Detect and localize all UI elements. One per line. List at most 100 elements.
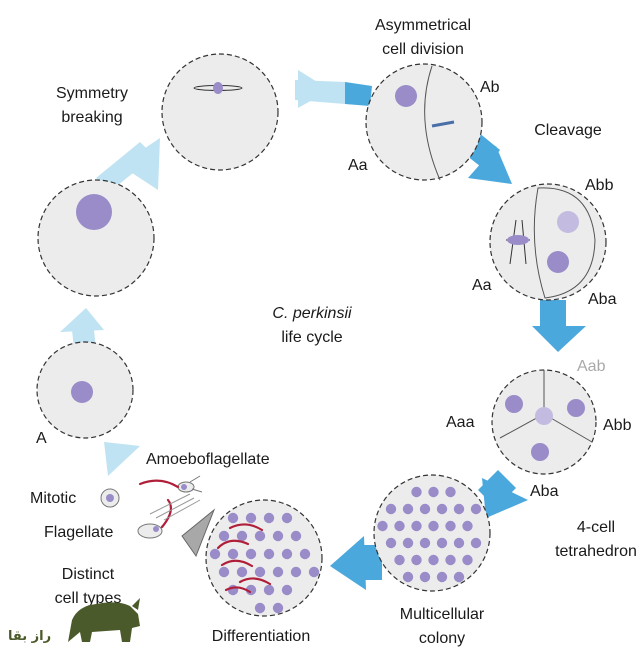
nucleus (263, 512, 275, 524)
nucleus (272, 566, 284, 578)
nucleus (263, 548, 275, 560)
label-cleavage: Cleavage (534, 122, 602, 139)
nucleus (263, 584, 275, 596)
nucleus-light (535, 407, 553, 425)
nucleus (272, 602, 284, 614)
cell-growing (37, 179, 155, 297)
arrowhead-cleavage (468, 146, 512, 184)
nucleus (394, 520, 405, 532)
nucleus (281, 584, 293, 596)
nucleus (227, 548, 239, 560)
nucleus (402, 537, 414, 549)
arrowhead-to-differentiation (330, 536, 366, 590)
label-asym-division-1: Asymmetrical (375, 17, 471, 34)
label-cell-abb-3: Abb (603, 417, 632, 434)
colony-nuclei (377, 486, 482, 583)
watermark-logo: راز بقا (8, 598, 140, 644)
cell-tetrahedron (491, 369, 597, 475)
center-label-line1: C. perkinsii (272, 305, 352, 322)
nucleus (547, 251, 569, 273)
arrowhead-a-to-sphere (60, 308, 104, 332)
label-cell-aa-2: Aa (472, 277, 492, 294)
nucleus (428, 486, 439, 498)
nucleus (445, 520, 456, 532)
label-cell-aaa-3: Aaa (446, 414, 475, 431)
nucleus (505, 395, 523, 413)
label-distinct-1: Distinct (62, 566, 115, 583)
flagellum (238, 577, 272, 586)
arrowhead-to-a (104, 442, 140, 476)
nucleus (436, 537, 448, 549)
nucleus (218, 566, 230, 578)
nucleus (76, 194, 112, 230)
nucleus (470, 537, 482, 549)
distinct-cell-types-illustration (100, 475, 203, 539)
nucleus (236, 566, 248, 578)
differentiation-nuclei (209, 512, 320, 614)
nucleus (470, 503, 482, 515)
arrow-grey (181, 508, 216, 558)
nucleus (462, 520, 473, 532)
cycle-arrows (60, 70, 586, 590)
label-mitotic: Mitotic (30, 490, 76, 507)
cell-asymmetrical-division (365, 63, 483, 181)
nucleus (385, 503, 397, 515)
arrow-band-to-tetrahedron (540, 300, 566, 330)
nucleus (567, 399, 585, 417)
rhino-horn-icon (132, 598, 140, 610)
nucleus (299, 548, 311, 560)
arrowhead-to-tetrahedron (532, 326, 586, 352)
nucleus (245, 584, 257, 596)
nucleus (411, 486, 422, 498)
nucleus (453, 537, 465, 549)
label-cell-ab-1: Ab (480, 79, 500, 96)
label-symmetry-breaking-2: breaking (61, 109, 122, 126)
nucleus (531, 443, 549, 461)
label-symmetry-breaking-1: Symmetry (56, 85, 128, 102)
nucleus (445, 554, 456, 566)
nucleus (290, 530, 302, 542)
rhino-icon (68, 602, 140, 642)
nucleus (402, 571, 414, 583)
flagellum (216, 539, 250, 550)
nucleus (218, 530, 230, 542)
flagellum (160, 498, 173, 529)
label-tetrahedron-2: tetrahedron (555, 543, 637, 560)
label-cell-aba-2: Aba (588, 291, 617, 308)
arrowhead-to-colony (482, 478, 528, 518)
nucleus (436, 571, 448, 583)
division-plane (424, 65, 441, 181)
nucleus (395, 85, 417, 107)
cell-a (36, 341, 134, 439)
nucleus (236, 530, 248, 542)
arrowhead-symmetry-to-division (298, 70, 330, 108)
dividing-nucleus (507, 235, 529, 245)
nucleus (402, 503, 414, 515)
nucleus (419, 503, 431, 515)
nucleus (245, 512, 257, 524)
nucleus (419, 571, 431, 583)
nucleus (411, 520, 422, 532)
nucleus (254, 530, 266, 542)
watermark-text: راز بقا (8, 629, 51, 644)
nucleus (272, 530, 284, 542)
label-tetrahedron-1: 4-cell (577, 519, 615, 536)
nucleus (308, 566, 320, 578)
cell-symmetry-breaking (161, 53, 279, 171)
daughter-cell-outline (533, 187, 596, 299)
label-cell-a: A (36, 430, 47, 447)
nucleus (245, 548, 257, 560)
label-colony-1: Multicellular (400, 606, 485, 623)
center-label-line2: life cycle (281, 329, 342, 346)
label-amoeboflagellate: Amoeboflagellate (146, 451, 270, 468)
label-cell-abb-2: Abb (585, 177, 614, 194)
nucleus (428, 554, 439, 566)
nucleus (254, 566, 266, 578)
nucleus (209, 548, 221, 560)
label-colony-2: colony (419, 630, 465, 647)
nucleus (394, 554, 405, 566)
flagellum (220, 559, 254, 568)
nucleus (377, 520, 388, 532)
nucleus (385, 537, 397, 549)
